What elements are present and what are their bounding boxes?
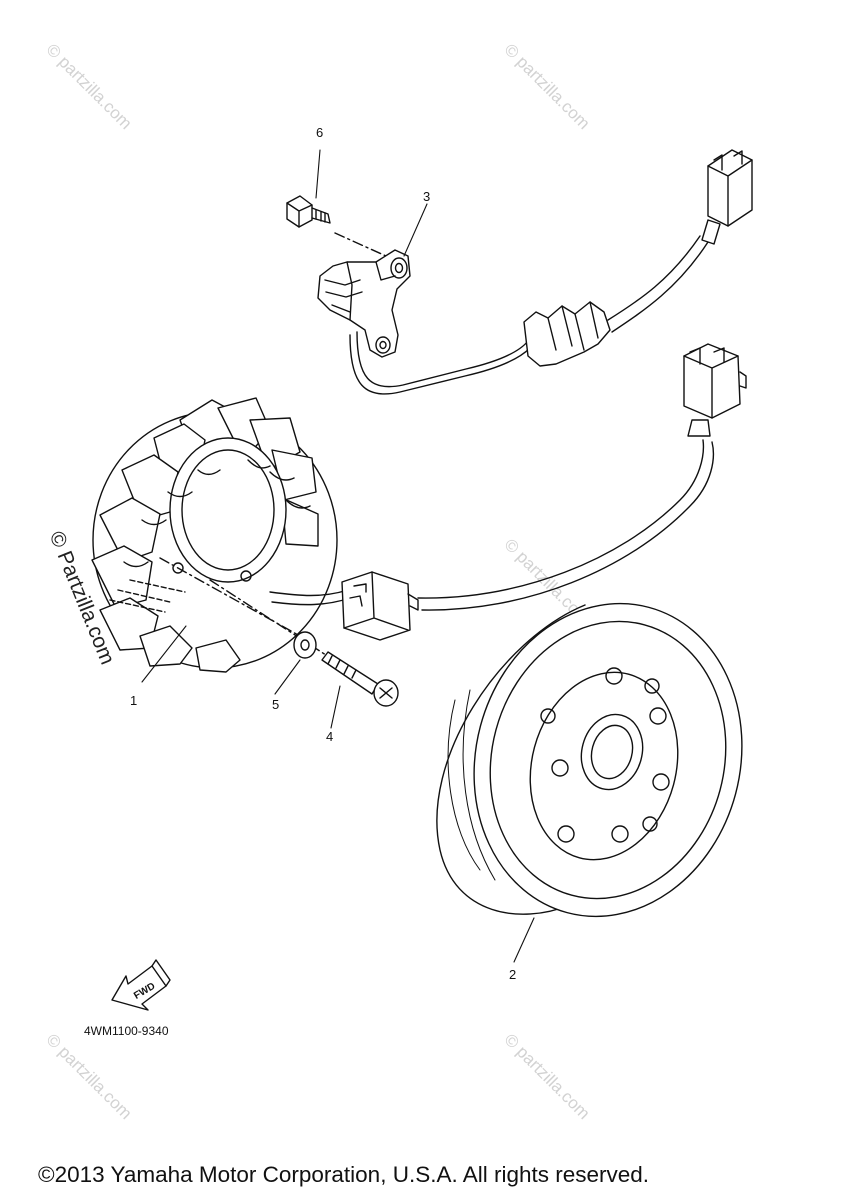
callout-1: 1 (130, 693, 138, 708)
washer-part-5 (293, 631, 317, 659)
stator-lead-long (417, 439, 705, 599)
rotor-part-2 (436, 602, 743, 918)
stator-part-1 (91, 397, 338, 673)
stator-lead (269, 589, 349, 597)
callout-6: 6 (316, 125, 324, 140)
callout-3: 3 (423, 189, 431, 204)
diagram-part-code: 4WM1100-9340 (84, 1024, 169, 1038)
fwd-arrow-icon (111, 959, 171, 1011)
copyright-notice: ©2013 Yamaha Motor Corporation, U.S.A. A… (38, 1162, 650, 1187)
pickup-lead-upper (607, 235, 701, 321)
pickup-lead-upper-outer (611, 241, 709, 333)
wire-grommet (523, 301, 611, 367)
pickup-coil-lead-outer (356, 331, 529, 388)
pickup-coil-lead (349, 334, 531, 395)
pickup-connector (707, 149, 753, 227)
callout-4: 4 (326, 729, 334, 744)
screw-part-4 (321, 651, 399, 707)
pickup-coil-part-3 (317, 249, 411, 358)
callout-5: 5 (272, 697, 280, 712)
callout-2: 2 (509, 967, 517, 982)
stator-main-connector (683, 343, 747, 419)
leader-lines (141, 149, 535, 963)
stator-lead-long-outer (421, 441, 715, 611)
stator-connector (341, 571, 419, 641)
bolt-part-6 (286, 195, 331, 228)
